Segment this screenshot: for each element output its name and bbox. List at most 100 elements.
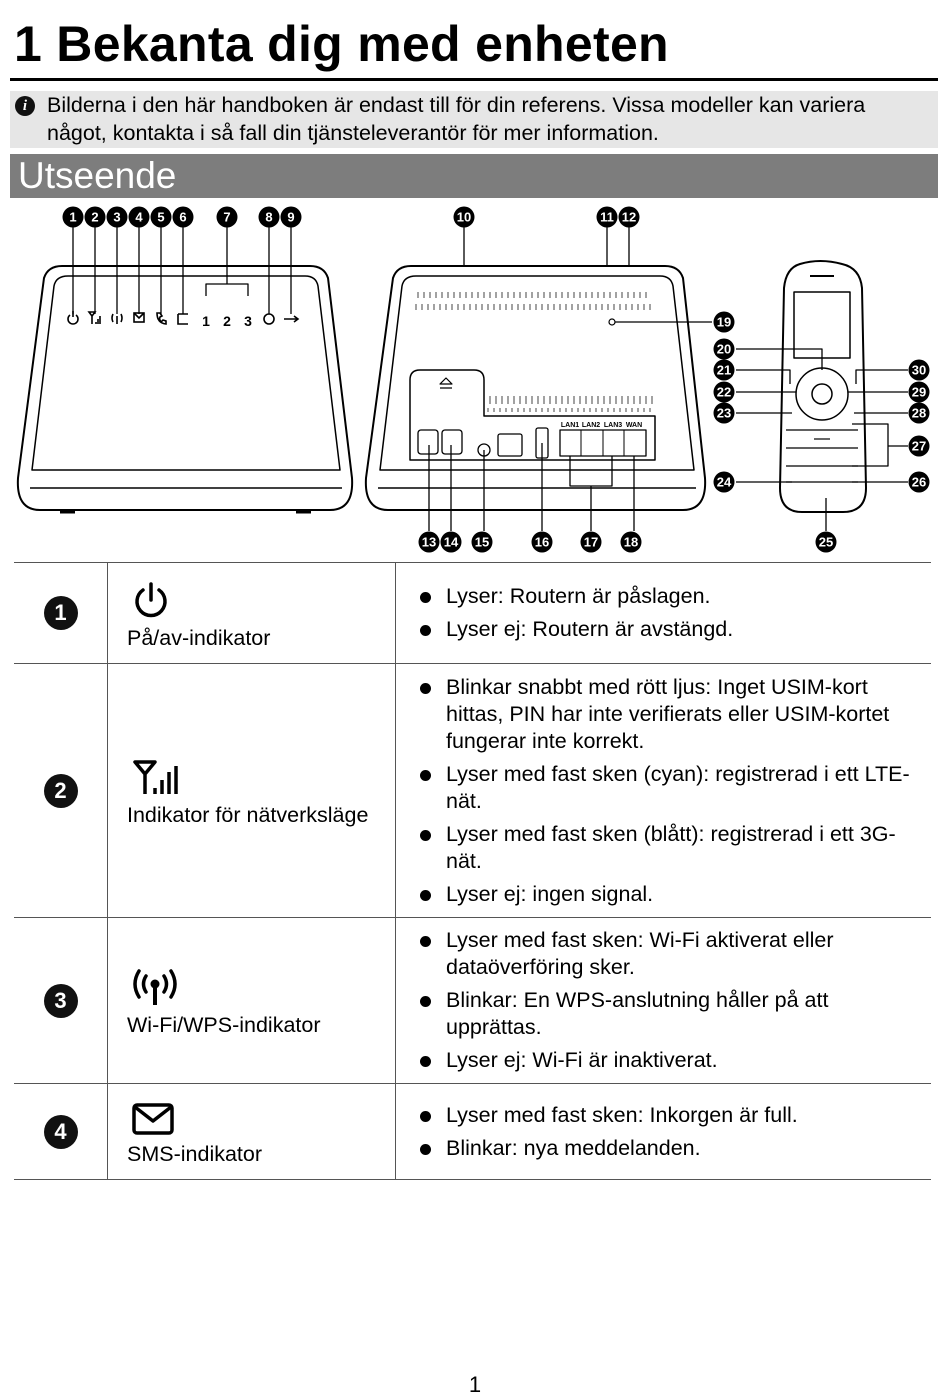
- signal-antenna-icon: [133, 760, 178, 794]
- handset-illustration: [779, 260, 867, 513]
- callout-number: 27: [912, 439, 926, 454]
- callout-number: 9: [287, 210, 294, 225]
- list-item: Lyser ej: Wi-Fi är inaktiverat.: [418, 1047, 917, 1074]
- row-number-badge: 3: [43, 983, 78, 1018]
- indicator-table: 1 På/av-indikator Lyser: Routern är påsl…: [14, 562, 931, 1180]
- list-item: Blinkar: En WPS-anslutning håller på att…: [418, 987, 917, 1041]
- section-heading: Utseende: [18, 155, 177, 196]
- callout-number: 24: [717, 475, 732, 490]
- callout-number: 29: [912, 385, 926, 400]
- row-number-badge: 2: [43, 773, 78, 808]
- callout-number: 7: [223, 210, 230, 225]
- callout-number: 26: [912, 475, 926, 490]
- device-diagram: 1 2 3 LAN1 LAN2 LAN3 WAN 123456789101112…: [16, 206, 930, 553]
- row-number-badge: 4: [43, 1114, 78, 1149]
- callout-number: 19: [717, 315, 731, 330]
- callout-number: 25: [819, 535, 833, 550]
- callout-badge: [713, 311, 735, 333]
- indicator-name: På/av-indikator: [127, 625, 271, 650]
- callout-badge: [815, 531, 837, 553]
- callout-number: 20: [717, 342, 731, 357]
- callout-number: 14: [444, 535, 459, 550]
- table-row: 2 Indikator för nätverksläge Blinkar sna…: [14, 663, 931, 918]
- table-row: 4 SMS-indikator Lyser med fast sken: Ink…: [14, 1083, 931, 1180]
- signal-antenna-icon: [87, 311, 101, 324]
- callout-badge: [84, 206, 106, 228]
- callout-badge: [280, 206, 302, 228]
- section-heading-bar: Utseende: [10, 154, 938, 198]
- callout-badge: [172, 206, 194, 228]
- list-item: Lyser: Routern är påslagen.: [418, 583, 917, 610]
- list-item: Blinkar snabbt med rött ljus: Inget USIM…: [418, 674, 917, 755]
- router-front-illustration: [16, 265, 354, 514]
- callout-number: 18: [624, 535, 638, 550]
- list-item: Blinkar: nya meddelanden.: [418, 1135, 917, 1162]
- envelope-icon: [132, 1103, 174, 1135]
- callout-number: 21: [717, 363, 731, 378]
- vent-slots: [415, 292, 653, 412]
- callout-badge: [418, 531, 440, 553]
- list-item: Lyser med fast sken (blått): registrerad…: [418, 821, 917, 875]
- callout-badge: [453, 206, 475, 228]
- table-row: 3 Wi-Fi/WPS-indikator Lyser med fast ske…: [14, 917, 931, 1084]
- callout-badge: [908, 381, 930, 403]
- port-label-lan1: LAN1: [561, 422, 579, 429]
- wifi-broadcast-icon: [111, 313, 123, 324]
- indicator-name: Wi-Fi/WPS-indikator: [127, 1013, 321, 1037]
- callout-badge: [713, 338, 735, 360]
- list-item: Lyser med fast sken: Inkorgen är full.: [418, 1102, 917, 1129]
- callout-number: 22: [717, 385, 731, 400]
- wifi-broadcast-icon: [133, 969, 177, 1005]
- page-title: 1 Bekanta dig med enheten: [14, 16, 669, 72]
- led-number-1: 1: [202, 313, 210, 329]
- callout-number: 16: [535, 535, 549, 550]
- callout-badge: [713, 381, 735, 403]
- indicator-name: Indikator för nätverksläge: [127, 803, 369, 827]
- callout-badge: [713, 471, 735, 493]
- callout-number: 8: [265, 210, 272, 225]
- callout-number: 6: [179, 210, 186, 225]
- power-icon: [67, 314, 79, 325]
- callout-badge: [713, 359, 735, 381]
- info-icon: i: [15, 96, 35, 116]
- port-label-wan: WAN: [626, 422, 642, 429]
- callout-badge: [62, 206, 84, 228]
- power-icon: [135, 581, 167, 617]
- callout-badge: [106, 206, 128, 228]
- callout-number: 2: [91, 210, 98, 225]
- led-number-3: 3: [244, 313, 252, 329]
- callout-number: 23: [717, 406, 731, 421]
- phone-icon: [156, 312, 167, 325]
- callout-badge: [713, 402, 735, 424]
- callout-badge: [908, 471, 930, 493]
- callout-badge: [150, 206, 172, 228]
- voice-icon: [177, 313, 188, 325]
- callout-number: 13: [422, 535, 436, 550]
- page-number: 1: [468, 1372, 482, 1397]
- callout-badge: [216, 206, 238, 228]
- callout-number: 5: [157, 210, 164, 225]
- callout-number: 4: [135, 210, 143, 225]
- callout-number: 1: [69, 210, 76, 225]
- info-note: i Bilderna i den här handboken är endast…: [10, 91, 938, 148]
- callout-number: 3: [113, 210, 120, 225]
- table-row: 1 På/av-indikator Lyser: Routern är påsl…: [14, 562, 931, 664]
- callout-badge: [471, 531, 493, 553]
- callout-number: 11: [600, 210, 614, 225]
- note-text: Bilderna i den här handboken är endast t…: [47, 93, 866, 145]
- callout-badge: [258, 206, 280, 228]
- callout-badge: [618, 206, 640, 228]
- port-label-lan2: LAN2: [582, 422, 600, 429]
- callout-badge: [908, 402, 930, 424]
- title-rule: [10, 78, 938, 81]
- indicator-name: SMS-indikator: [127, 1142, 263, 1166]
- row-number-badge: 1: [43, 596, 78, 630]
- list-item: Lyser ej: ingen signal.: [418, 881, 917, 908]
- callout-number: 30: [912, 363, 926, 378]
- callout-number: 17: [584, 535, 598, 550]
- internet-icon: [263, 313, 275, 325]
- list-item: Lyser med fast sken: Wi-Fi aktiverat ell…: [418, 927, 917, 981]
- usb-icon: [284, 315, 300, 323]
- callout-badge: [620, 531, 642, 553]
- callout-badge: [908, 359, 930, 381]
